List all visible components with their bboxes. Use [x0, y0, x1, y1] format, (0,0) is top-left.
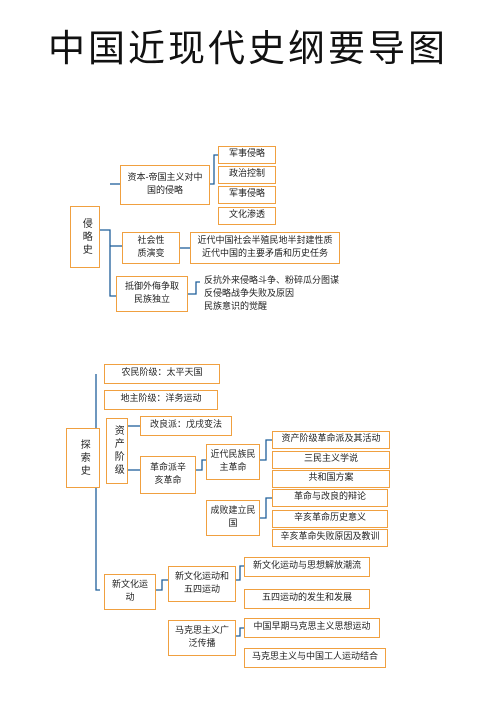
society-item: 近代中国社会半殖民地半封建性质 [197, 235, 333, 246]
bourgeois-label: 资产阶级 [112, 425, 124, 477]
bourgeois-node: 资产阶级 [106, 418, 128, 484]
society-label: 社会性质演变 [137, 235, 165, 259]
success-failure-item: 辛亥革命失败原因及教训 [272, 529, 388, 547]
success-failure-label: 成败建立民国 [210, 505, 256, 529]
marxism-item: 中国早期马克思主义思想运动 [244, 618, 380, 638]
revolution-party-item-label: 三民主义学说 [303, 454, 358, 465]
imperialism-item-label: 文化渗透 [228, 210, 265, 221]
revolution-party-item-label: 资产阶级革命派及其活动 [281, 434, 381, 445]
may4-item: 五四运动的发生和发展 [244, 589, 370, 609]
peasant-node: 农民阶级：太平天国 [104, 364, 220, 384]
reformist-label: 改良派：戊戌变法 [149, 420, 222, 431]
connector-revolution-party-items [260, 439, 272, 461]
marxism-label: 马克思主义广泛传播 [174, 625, 229, 649]
landlord-label: 地主阶级：洋务运动 [120, 394, 202, 405]
page-title: 中国近现代史纲要导图 [48, 27, 448, 70]
success-failure-item: 辛亥革命历史意义 [272, 510, 388, 528]
marxism-item-label: 马克思主义与中国工人运动结合 [251, 652, 378, 663]
imperialism-item: 军事侵略 [218, 146, 276, 164]
may4-node: 新文化运动和五四运动 [168, 566, 236, 602]
revolution-party-node: 近代民族民主革命 [206, 444, 260, 480]
reformist-node: 改良派：戊戌变法 [140, 416, 232, 436]
revolution-party-item-label: 共和国方案 [308, 473, 354, 484]
resistance-item: 反侵略战争失败及原因 [204, 289, 295, 299]
imperialism-label: 资本-帝国主义对中国的侵略 [127, 172, 203, 196]
revolutionary-label: 革命派辛亥革命 [149, 462, 186, 486]
society-item: 近代中国的主要矛盾和历史任务 [201, 249, 328, 259]
connector-may4-items [236, 565, 244, 581]
society-node: 社会性质演变 [122, 232, 180, 264]
marxism-item: 马克思主义与中国工人运动结合 [244, 648, 386, 668]
connector-revolutionary-branches [196, 459, 206, 471]
success-failure-item-label: 辛亥革命历史意义 [293, 513, 366, 524]
revolution-party-item: 资产阶级革命派及其活动 [272, 431, 390, 449]
may4-item: 新文化运动与思想解放潮流 [244, 557, 370, 577]
new-culture-node: 新文化运动 [104, 574, 156, 610]
success-failure-item-label: 辛亥革命失败原因及教训 [280, 532, 380, 543]
exploration-root-label: 探索史 [78, 438, 90, 478]
resistance-item: 民族意识的觉醒 [204, 302, 268, 312]
marxism-item-label: 中国早期马克思主义思想运动 [253, 622, 371, 633]
revolution-party-item: 共和国方案 [272, 470, 390, 488]
connector-resistance-items [188, 281, 200, 295]
connector-root-aggression [100, 229, 116, 297]
revolutionary-node: 革命派辛亥革命 [140, 456, 196, 494]
peasant-label: 农民阶级：太平天国 [121, 368, 203, 379]
connector-marxism-items [236, 627, 244, 637]
society-items-box: 近代中国社会半殖民地半封建性质 近代中国的主要矛盾和历史任务 [190, 232, 340, 264]
may4-item-label: 新文化运动与思想解放潮流 [252, 561, 361, 572]
exploration-root: 探索史 [66, 428, 100, 488]
resistance-node: 抵御外侮争取民族独立 [116, 276, 188, 312]
imperialism-item-label: 政治控制 [228, 169, 265, 180]
connector-imperialism-items [210, 154, 218, 185]
success-failure-item: 革命与改良的辩论 [272, 489, 388, 507]
revolution-party-item: 三民主义学说 [272, 451, 390, 469]
new-culture-label: 新文化运动 [111, 579, 148, 603]
aggression-root: 侵略史 [70, 206, 100, 268]
imperialism-item-label: 军事侵略 [228, 189, 265, 200]
resistance-item: 反抗外来侵略斗争、粉碎瓜分图谋 [204, 276, 340, 286]
imperialism-item-label: 军事侵略 [228, 149, 265, 160]
connector-success-items [260, 497, 272, 519]
imperialism-item: 文化渗透 [218, 207, 276, 225]
may4-item-label: 五四运动的发生和发展 [261, 593, 352, 604]
success-failure-item-label: 革命与改良的辩论 [293, 492, 366, 503]
imperialism-item: 军事侵略 [218, 186, 276, 204]
revolution-party-label: 近代民族民主革命 [210, 449, 256, 473]
success-failure-node: 成败建立民国 [206, 500, 260, 536]
landlord-node: 地主阶级：洋务运动 [104, 390, 218, 410]
imperialism-item: 政治控制 [218, 166, 276, 184]
marxism-node: 马克思主义广泛传播 [168, 620, 236, 656]
connector-newculture-branches [156, 579, 168, 591]
imperialism-node: 资本-帝国主义对中国的侵略 [120, 165, 210, 205]
may4-label: 新文化运动和五四运动 [174, 571, 229, 595]
resistance-label: 抵御外侮争取民族独立 [124, 281, 179, 305]
aggression-root-label: 侵略史 [80, 217, 92, 257]
